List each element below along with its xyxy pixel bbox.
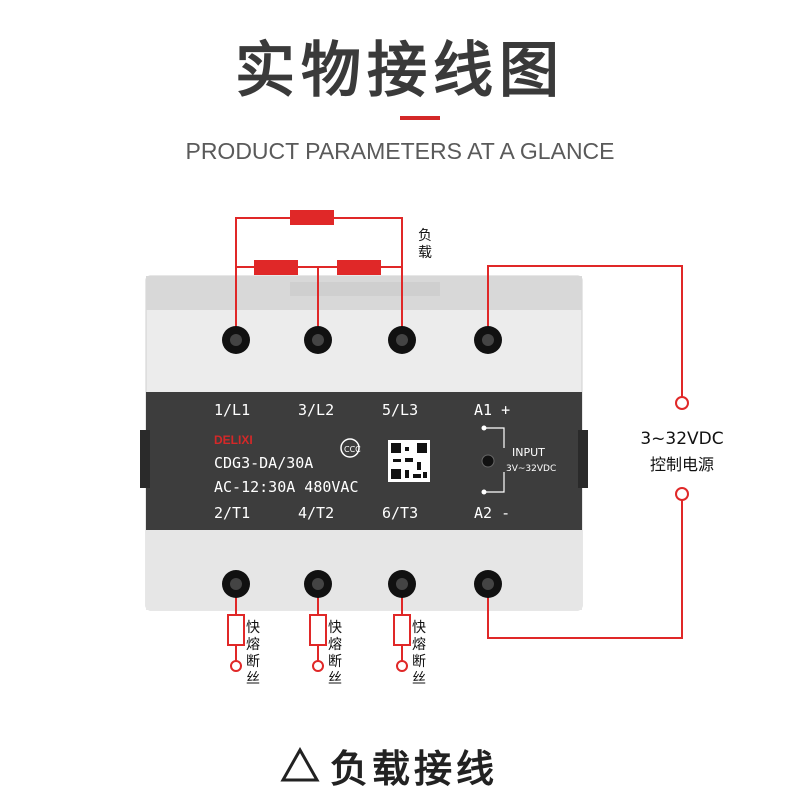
power-terminal-negative <box>675 487 689 501</box>
triangle-icon <box>280 747 320 782</box>
relay-right-tab <box>578 430 588 488</box>
fuse-label-3: 快熔断丝 <box>412 620 426 687</box>
fuse-label-1: 快熔断丝 <box>246 620 260 687</box>
terminal-bottom-3: 6/T3 <box>382 504 418 522</box>
page-title: 实物接线图 <box>235 36 565 106</box>
relay-label-sticker <box>290 282 440 296</box>
input-label: INPUT <box>512 446 545 459</box>
terminal-top-1: 1/L1 <box>214 401 250 419</box>
load-resistors <box>254 210 381 275</box>
page-subtitle: PRODUCT PARAMETERS AT A GLANCE <box>185 138 615 164</box>
power-label: 控制电源 <box>650 455 714 474</box>
terminal-bottom-1: 2/T1 <box>214 504 250 522</box>
fuse-label-2: 快熔断丝 <box>328 620 342 687</box>
indicator-led-icon <box>481 454 495 468</box>
bottom-screws <box>222 570 502 598</box>
footer-text: 负载接线 <box>330 746 499 791</box>
footer-caption: 负载接线 <box>280 740 540 791</box>
terminal-top-4: A1 + <box>474 401 510 419</box>
title-accent-bar <box>400 116 440 120</box>
certification-mark-icon <box>340 438 360 458</box>
fuses <box>227 614 411 672</box>
model-number: CDG3-DA/30A <box>214 454 313 472</box>
terminal-top-3: 5/L3 <box>382 401 418 419</box>
relay-left-tab <box>140 430 150 488</box>
power-voltage: 3~32VDC <box>640 429 723 449</box>
control-wires <box>487 265 683 639</box>
relay-lower-body <box>146 530 582 610</box>
top-screws <box>222 326 502 354</box>
terminal-bottom-4: A2 - <box>474 504 510 522</box>
load-label-char-1: 负载 <box>418 228 432 261</box>
power-terminal-positive <box>675 396 689 410</box>
terminal-bottom-2: 4/T2 <box>298 504 334 522</box>
brand-logo: DELIXI <box>214 433 253 447</box>
qr-code-icon <box>388 440 430 482</box>
rating-text: AC-12:30A 480VAC <box>214 478 359 496</box>
relay-panel <box>146 392 582 532</box>
input-bracket <box>484 427 505 493</box>
input-range: 3V~32VDC <box>506 464 556 474</box>
terminal-top-2: 3/L2 <box>298 401 334 419</box>
svg-text:CCC: CCC <box>344 445 361 454</box>
